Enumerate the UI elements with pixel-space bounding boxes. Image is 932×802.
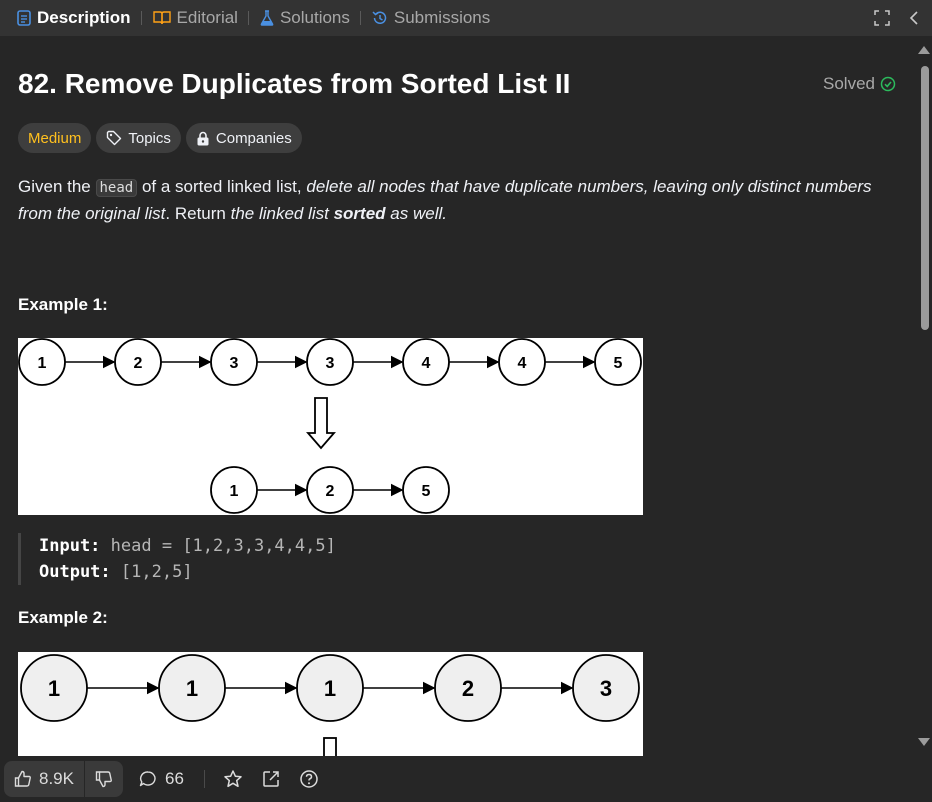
companies-button[interactable]: Companies [185,123,302,153]
desc-text: . Return [165,204,231,223]
scrollbar-thumb[interactable] [921,66,929,330]
example-1-diagram: 1 2 3 3 4 4 5 1 2 5 [18,338,643,515]
example-1-title: Example 1: [18,295,108,314]
title-row: 82. Remove Duplicates from Sorted List I… [18,68,898,104]
fullscreen-icon[interactable] [874,10,890,26]
like-button[interactable]: 8.9K [4,761,84,797]
list-node-value: 5 [422,483,431,500]
thumbs-up-icon [14,770,32,788]
desc-italic: the linked list [230,204,334,223]
list-node-value: 3 [600,676,612,701]
scroll-down-icon[interactable] [918,738,930,746]
tab-description[interactable]: Description [16,0,131,36]
like-count: 8.9K [39,769,74,788]
desc-italic: delete all nodes that have duplicate num… [18,177,872,223]
tab-solutions-label: Solutions [279,8,350,27]
list-node-value: 3 [326,355,335,372]
list-node-value: 4 [518,355,527,372]
down-arrow-icon [323,737,337,756]
share-icon[interactable] [261,769,281,789]
list-node [402,466,450,514]
comment-count: 66 [164,769,184,788]
output-value: [1,2,5] [120,562,193,582]
dislike-button[interactable] [85,761,123,797]
bottom-action-bar: 8.9K 66 [0,756,932,802]
tab-editorial-label: Editorial [176,8,238,27]
topics-label: Topics [128,129,171,147]
vote-separator [83,761,85,797]
thumbs-down-icon [95,770,113,788]
companies-label: Companies [215,129,292,147]
tab-separator [140,11,142,25]
topics-button[interactable]: Topics [96,123,181,153]
check-circle-icon [880,76,896,92]
tab-submissions[interactable]: Submissions [371,0,490,36]
problem-statement: Given the head of a sorted linked list, … [18,174,898,227]
list-node-value: 3 [230,355,239,372]
tab-separator [247,11,249,25]
inline-code: head [95,179,138,197]
tag-row: Medium Topics Companies [18,123,307,153]
list-node [594,338,642,386]
comment-icon [139,770,157,788]
book-icon [152,10,172,26]
list-node-value: 1 [324,676,336,701]
down-arrow-icon [306,397,336,450]
collapse-left-icon[interactable] [908,10,920,26]
tab-editorial[interactable]: Editorial [152,0,238,36]
list-node-value: 2 [326,483,335,500]
desc-text: of a sorted linked list, [137,177,307,196]
flask-icon [259,10,275,26]
list-node-value: 2 [134,355,143,372]
solved-status: Solved [823,74,896,94]
star-icon[interactable] [223,769,243,789]
tag-icon [106,130,122,146]
description-icon [16,10,32,26]
help-icon[interactable] [299,769,319,789]
difficulty-badge: Medium [18,123,92,153]
list-node-value: 1 [38,355,47,372]
comments-button[interactable]: 66 [139,769,184,789]
list-node-value: 1 [230,483,239,500]
input-label: Input: [39,536,101,556]
solved-label: Solved [823,74,875,93]
desc-italic: as well. [385,204,447,223]
lock-icon [196,131,210,146]
list-node-value: 1 [186,676,198,701]
desc-bold: sorted [333,204,386,223]
example-2-title: Example 2: [18,608,108,627]
tab-submissions-label: Submissions [393,8,491,27]
list-node-value: 2 [462,676,474,701]
tab-solutions[interactable]: Solutions [259,0,350,36]
example-1-io: Input: head = [1,2,3,3,4,4,5] Output: [1… [18,533,639,585]
problem-title[interactable]: 82. Remove Duplicates from Sorted List I… [18,68,571,99]
list-node [572,654,640,722]
list-node-value: 1 [48,676,60,701]
difficulty-label: Medium [28,129,82,147]
desc-text: Given the [18,177,96,196]
history-icon [371,10,389,26]
example-2-diagram: 1 1 1 2 3 [18,652,643,756]
tab-separator [359,11,361,25]
list-node-value: 4 [422,355,431,372]
output-label: Output: [39,562,111,582]
tab-description-label: Description [37,8,131,27]
list-node-value: 5 [614,355,623,372]
input-value: head = [1,2,3,3,4,4,5] [110,536,336,556]
tab-bar: Description Editorial Solutions Submissi… [0,0,932,36]
vote-group: 8.9K [4,761,123,797]
footer-separator [203,770,205,788]
scroll-up-icon[interactable] [918,46,930,54]
